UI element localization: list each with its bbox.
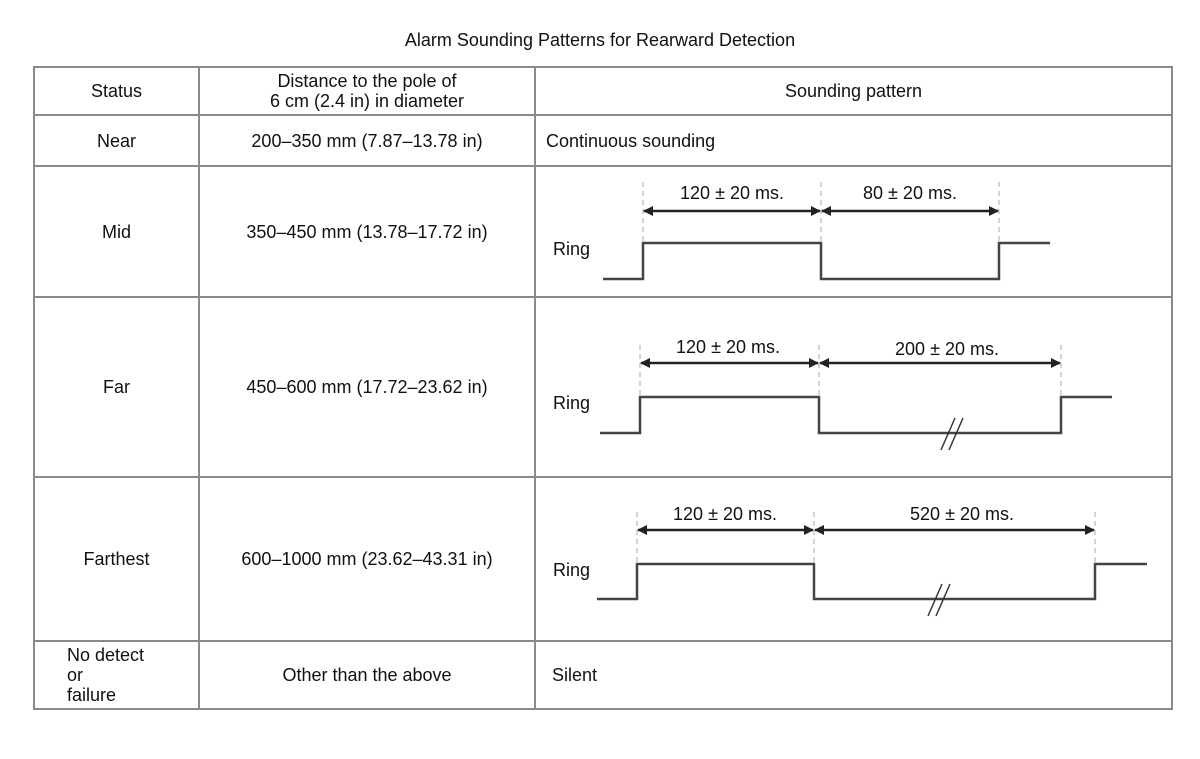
table-row: Mid 350–450 mm (13.78–17.72 in) Ring 120… xyxy=(33,165,1173,298)
page-title: Alarm Sounding Patterns for Rearward Det… xyxy=(404,30,796,50)
pattern-text: Continuous sounding xyxy=(546,130,716,151)
ring-label: Ring xyxy=(553,393,590,413)
distance-cell: 350–450 mm (13.78–17.72 in) xyxy=(198,165,536,298)
table-header-row: Status Distance to the pole of 6 cm (2.4… xyxy=(33,66,1173,116)
on-duration-label: 120 ± 20 ms. xyxy=(673,504,777,524)
status-cell: No detect or failure xyxy=(33,640,200,710)
ring-label: Ring xyxy=(553,560,590,580)
pattern-cell: Silent xyxy=(534,640,1173,710)
waveform-farthest: Ring 120 ± 20 ms. 520 ± 20 ms. xyxy=(553,504,1147,617)
break-mark xyxy=(940,417,956,451)
waveform-far: Ring 120 ± 20 ms. 200 ± 20 ms. xyxy=(553,337,1112,451)
waveform-mid: Ring 120 ± 20 ms. 80 ± 20 ms. xyxy=(553,182,1050,281)
status-cell: Near xyxy=(33,114,200,167)
pattern-cell: Continuous sounding xyxy=(534,114,1173,167)
pulse-line xyxy=(597,562,1147,601)
pulse-line xyxy=(600,395,1112,435)
header-distance: Distance to the pole of 6 cm (2.4 in) in… xyxy=(198,66,536,116)
pattern-cell: Ring 120 ± 20 ms. 200 ± 20 ms. xyxy=(534,296,1173,478)
break-mark xyxy=(927,583,943,617)
break-mark xyxy=(948,417,964,451)
header-status: Status xyxy=(33,66,200,116)
header-pattern: Sounding pattern xyxy=(534,66,1173,116)
on-duration-label: 120 ± 20 ms. xyxy=(676,337,780,357)
off-duration-label: 520 ± 20 ms. xyxy=(910,504,1014,524)
pattern-text: Silent xyxy=(552,665,598,685)
status-cell: Far xyxy=(33,296,200,478)
distance-cell: 600–1000 mm (23.62–43.31 in) xyxy=(198,476,536,642)
table-row: Farthest 600–1000 mm (23.62–43.31 in) Ri… xyxy=(33,476,1173,642)
status-line: or xyxy=(67,665,84,685)
pattern-cell: Ring 120 ± 20 ms. 520 ± 20 ms. xyxy=(534,476,1173,642)
table-row: Far 450–600 mm (17.72–23.62 in) Ring 120… xyxy=(33,296,1173,478)
alarm-pattern-table: Status Distance to the pole of 6 cm (2.4… xyxy=(33,66,1173,710)
status-line: failure xyxy=(67,685,117,705)
status-line: No detect xyxy=(67,645,145,665)
off-duration-label: 200 ± 20 ms. xyxy=(895,339,999,359)
pattern-cell: Ring 120 ± 20 ms. 80 ± 20 ms. xyxy=(534,165,1173,298)
table-row: No detect or failure Other than the abov… xyxy=(33,640,1173,710)
distance-cell: 200–350 mm (7.87–13.78 in) xyxy=(198,114,536,167)
distance-cell: Other than the above xyxy=(198,640,536,710)
off-duration-label: 80 ± 20 ms. xyxy=(863,183,957,203)
break-mark xyxy=(935,583,951,617)
ring-label: Ring xyxy=(553,239,590,259)
status-cell: Farthest xyxy=(33,476,200,642)
distance-cell: 450–600 mm (17.72–23.62 in) xyxy=(198,296,536,478)
status-cell: Mid xyxy=(33,165,200,298)
pulse-line xyxy=(603,241,1050,281)
on-duration-label: 120 ± 20 ms. xyxy=(680,183,784,203)
table-row: Near 200–350 mm (7.87–13.78 in) Continuo… xyxy=(33,114,1173,167)
header-distance-line2: 6 cm (2.4 in) in diameter xyxy=(269,91,465,111)
header-distance-line1: Distance to the pole of xyxy=(277,71,457,91)
